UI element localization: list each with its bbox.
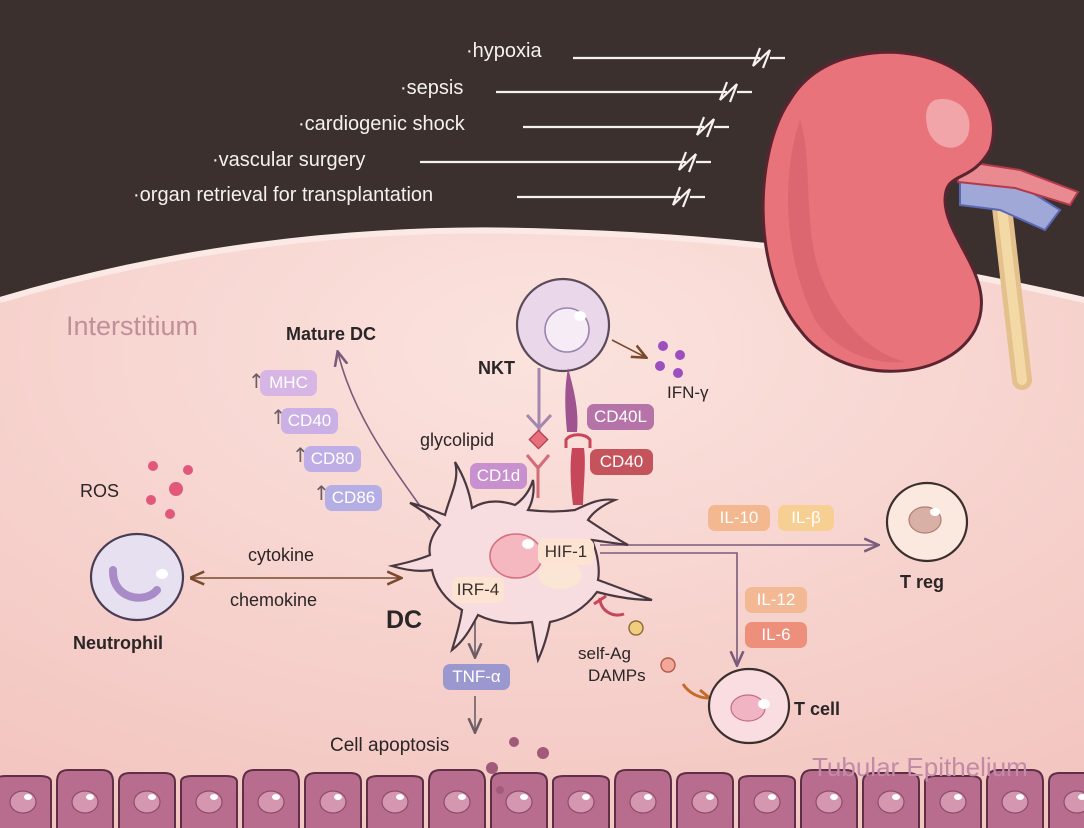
pill-cd40-nkt: CD40 <box>590 449 653 475</box>
region-tubular-epithelium: Tubular Epithelium <box>812 752 1028 782</box>
tubule-cell-nucleus <box>815 790 843 814</box>
cause-organ-retrieval: ·organ retrieval for transplantation <box>133 184 434 206</box>
hif1-to-tcell-arrow <box>600 552 737 664</box>
label-t-reg: T reg <box>900 572 945 592</box>
tubule-cell-highlight <box>1016 794 1024 800</box>
label-dc: DC <box>386 606 423 634</box>
tubule-cell-nucleus <box>319 790 347 814</box>
pill-il6: IL-6 <box>745 622 807 648</box>
ros-dots <box>146 461 193 519</box>
tubule-cell-highlight <box>582 794 590 800</box>
damps-particle <box>660 657 676 673</box>
tubule-cell-nucleus <box>877 790 905 814</box>
tubule-cell-highlight <box>210 794 218 800</box>
tubule-cell-highlight <box>334 794 342 800</box>
cd40-receptor-cup <box>564 433 592 448</box>
glycolipid-diamond <box>528 429 549 450</box>
pill-cd80: CD80 <box>304 446 361 472</box>
tubule-cell-highlight <box>644 794 652 800</box>
label-self-ag: self-Ag <box>578 644 631 663</box>
pill-hif1: HIF-1 <box>538 539 594 565</box>
tubule-cell-highlight <box>24 794 32 800</box>
tubule-cell-highlight <box>86 794 94 800</box>
nkt-cell <box>515 277 611 440</box>
tubule-cell-nucleus <box>753 790 781 814</box>
t-cell <box>681 667 791 745</box>
tubule-cell-nucleus <box>257 790 285 814</box>
cd1d-receptor <box>525 454 551 498</box>
cd40-receptor <box>570 448 585 505</box>
pill-tnf-alpha: TNF-α <box>443 664 510 690</box>
label-neutrophil: Neutrophil <box>73 633 163 653</box>
tubule-cell-highlight <box>830 794 838 800</box>
cause-vascular-surgery: ·vascular surgery <box>212 149 366 171</box>
pill-il10: IL-10 <box>708 505 770 531</box>
cause-lines <box>420 47 785 208</box>
dendritic-cell <box>387 461 653 664</box>
label-cytokine: cytokine <box>248 545 315 565</box>
apoptotic-fragments <box>486 737 549 794</box>
tubule-cell-nucleus <box>505 790 533 814</box>
tubule-cell-nucleus <box>71 790 99 814</box>
label-cell-apoptosis: Cell apoptosis <box>330 735 450 756</box>
tubule-cell-nucleus <box>381 790 409 814</box>
cause-cardiogenic-shock: ·cardiogenic shock <box>298 113 465 135</box>
neutrophil-cell <box>89 532 185 622</box>
label-mature-dc: Mature DC <box>286 324 377 344</box>
label-ros: ROS <box>80 481 120 501</box>
pill-cd86: CD86 <box>325 485 382 511</box>
cause-hypoxia: ·hypoxia <box>466 40 542 62</box>
label-t-cell: T cell <box>794 699 841 719</box>
tubule-cell-nucleus <box>1001 790 1029 814</box>
label-ifn-gamma: IFN-γ <box>667 383 709 402</box>
tubule-cell-nucleus <box>443 790 471 814</box>
t-reg-cell <box>885 481 969 563</box>
tubular-epithelium-cells <box>0 769 1084 828</box>
label-nkt: NKT <box>478 358 515 378</box>
tubule-cell-nucleus <box>567 790 595 814</box>
tubule-cell-nucleus <box>691 790 719 814</box>
label-chemokine: chemokine <box>230 590 318 610</box>
tubule-cell-nucleus <box>195 790 223 814</box>
pill-irf4: IRF-4 <box>452 577 504 603</box>
cause-sepsis: ·sepsis <box>400 77 464 99</box>
tubule-cell-nucleus <box>9 790 37 814</box>
kidney-illustration <box>761 50 1080 390</box>
tubule-cell-highlight <box>396 794 404 800</box>
pill-mhc: MHC <box>260 370 317 396</box>
tubule-cell-highlight <box>148 794 156 800</box>
pill-cd40l: CD40L <box>587 404 654 430</box>
tubule-cell-highlight <box>706 794 714 800</box>
nkt-to-ifn-arrow <box>611 339 645 357</box>
tubule-cell-highlight <box>768 794 776 800</box>
tubule-cell-highlight <box>520 794 528 800</box>
tubule-cell-highlight <box>954 794 962 800</box>
ifn-gamma-dots <box>655 341 685 378</box>
pill-cd1d: CD1d <box>470 463 527 489</box>
label-glycolipid: glycolipid <box>420 430 495 450</box>
tubule-cell-highlight <box>1078 794 1084 800</box>
pill-cd40-dc: CD40 <box>281 408 338 434</box>
tubule-cell-nucleus <box>133 790 161 814</box>
tubule-cell-highlight <box>892 794 900 800</box>
self-ag-particle <box>628 620 644 636</box>
pill-il-beta: IL-β <box>778 505 834 531</box>
tubule-cell-highlight <box>458 794 466 800</box>
label-damps: DAMPs <box>588 666 646 685</box>
pill-il12: IL-12 <box>745 587 807 613</box>
dc-to-mature-dc-arrow <box>338 353 431 521</box>
tubule-cell-nucleus <box>629 790 657 814</box>
region-interstitium: Interstitium <box>66 311 199 341</box>
tubule-cell-nucleus <box>939 790 967 814</box>
tubule-cell-highlight <box>272 794 280 800</box>
